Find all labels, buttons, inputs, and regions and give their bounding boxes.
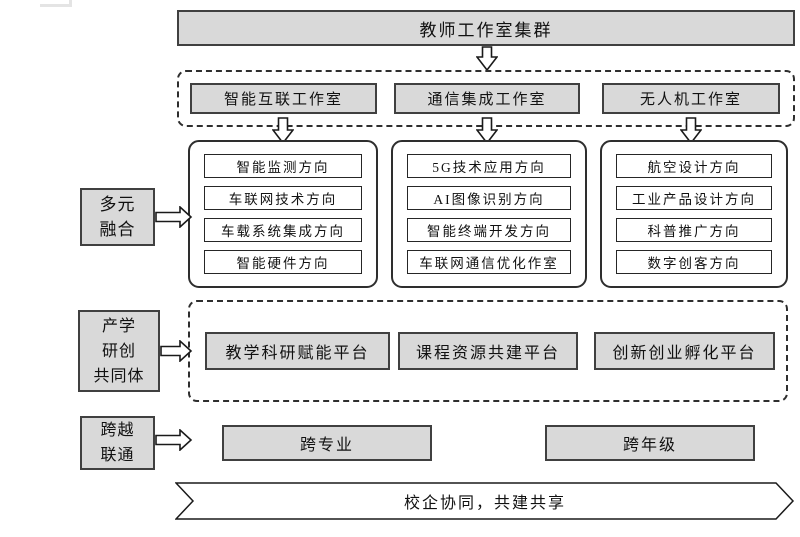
direction-item-label: 智能监测方向 bbox=[236, 160, 330, 175]
down-arrow-icon bbox=[476, 117, 498, 144]
workshop-box-uav: 无人机工作室 bbox=[602, 83, 780, 114]
direction-item-label: 智能终端开发方向 bbox=[427, 224, 551, 239]
cross-box-major: 跨专业 bbox=[222, 425, 432, 461]
direction-item: 智能监测方向 bbox=[204, 154, 362, 178]
chevron-ribbon-icon bbox=[175, 482, 795, 520]
down-arrow-icon bbox=[272, 117, 294, 144]
banner: 校企协同，共建共享 bbox=[175, 482, 795, 520]
direction-item-label: 车联网通信优化作室 bbox=[419, 256, 559, 271]
workshop-box-communication-integration: 通信集成工作室 bbox=[394, 83, 580, 114]
side-label-cross-connect: 跨越 联通 bbox=[80, 416, 155, 470]
side-label-industry-academia-community: 产学 研创 共同体 bbox=[78, 310, 160, 392]
direction-item: 工业产品设计方向 bbox=[616, 186, 772, 210]
direction-column-3: 航空设计方向 工业产品设计方向 科普推广方向 数字创客方向 bbox=[600, 140, 788, 288]
workshop-box-intelligent-interconnection: 智能互联工作室 bbox=[190, 83, 377, 114]
cross-box-grade: 跨年级 bbox=[545, 425, 755, 461]
side-label-line: 产学 bbox=[101, 317, 136, 335]
cross-label: 跨年级 bbox=[622, 437, 677, 454]
direction-item: 车联网通信优化作室 bbox=[407, 250, 571, 274]
direction-item: 智能终端开发方向 bbox=[407, 218, 571, 242]
side-label-line: 多元 bbox=[99, 195, 136, 214]
platform-label: 创新创业孵化平台 bbox=[612, 345, 757, 362]
cross-label: 跨专业 bbox=[299, 437, 354, 454]
direction-item-label: 智能硬件方向 bbox=[236, 256, 330, 271]
down-arrow-icon bbox=[680, 117, 702, 144]
direction-item: 科普推广方向 bbox=[616, 218, 772, 242]
direction-item: 数字创客方向 bbox=[616, 250, 772, 274]
workshop-label: 无人机工作室 bbox=[639, 92, 742, 108]
direction-column-1: 智能监测方向 车联网技术方向 车载系统集成方向 智能硬件方向 bbox=[188, 140, 378, 288]
direction-item-label: 工业产品设计方向 bbox=[632, 192, 756, 207]
direction-item-label: 车载系统集成方向 bbox=[221, 224, 345, 239]
platform-box-teaching-research: 教学科研赋能平台 bbox=[205, 332, 390, 370]
direction-item-label: 5G技术应用方向 bbox=[432, 160, 546, 175]
direction-column-2: 5G技术应用方向 AI图像识别方向 智能终端开发方向 车联网通信优化作室 bbox=[391, 140, 587, 288]
workshop-label: 智能互联工作室 bbox=[223, 92, 343, 108]
direction-item: 车载系统集成方向 bbox=[204, 218, 362, 242]
side-label-line: 联通 bbox=[100, 447, 135, 464]
platform-label: 教学科研赋能平台 bbox=[225, 345, 370, 362]
direction-item: 5G技术应用方向 bbox=[407, 154, 571, 178]
right-arrow-icon bbox=[160, 340, 193, 362]
direction-item: 车联网技术方向 bbox=[204, 186, 362, 210]
right-arrow-icon bbox=[155, 429, 193, 451]
platform-label: 课程资源共建平台 bbox=[415, 345, 560, 362]
root-box-label: 教师工作室集群 bbox=[419, 20, 553, 40]
root-box: 教师工作室集群 bbox=[177, 10, 795, 46]
clipped-box-artifact bbox=[40, 0, 72, 7]
direction-item-label: 数字创客方向 bbox=[647, 256, 741, 271]
platform-box-innovation-incubation: 创新创业孵化平台 bbox=[594, 332, 775, 370]
direction-item: AI图像识别方向 bbox=[407, 186, 571, 210]
down-arrow-icon bbox=[476, 46, 498, 71]
side-label-line: 研创 bbox=[101, 342, 136, 360]
platform-box-course-resources: 课程资源共建平台 bbox=[398, 332, 578, 370]
direction-item-label: 航空设计方向 bbox=[647, 160, 741, 175]
direction-item-label: AI图像识别方向 bbox=[433, 192, 545, 207]
side-label-line: 跨越 bbox=[100, 422, 135, 439]
direction-item-label: 科普推广方向 bbox=[647, 224, 741, 239]
workshop-label: 通信集成工作室 bbox=[427, 92, 547, 108]
banner-label: 校企协同，共建共享 bbox=[403, 495, 566, 512]
direction-item-label: 车联网技术方向 bbox=[228, 192, 338, 207]
direction-item: 航空设计方向 bbox=[616, 154, 772, 178]
right-arrow-icon bbox=[155, 206, 193, 228]
direction-item: 智能硬件方向 bbox=[204, 250, 362, 274]
side-label-multi-fusion: 多元 融合 bbox=[80, 188, 155, 246]
side-label-line: 融合 bbox=[99, 220, 136, 239]
side-label-line: 共同体 bbox=[93, 367, 145, 385]
